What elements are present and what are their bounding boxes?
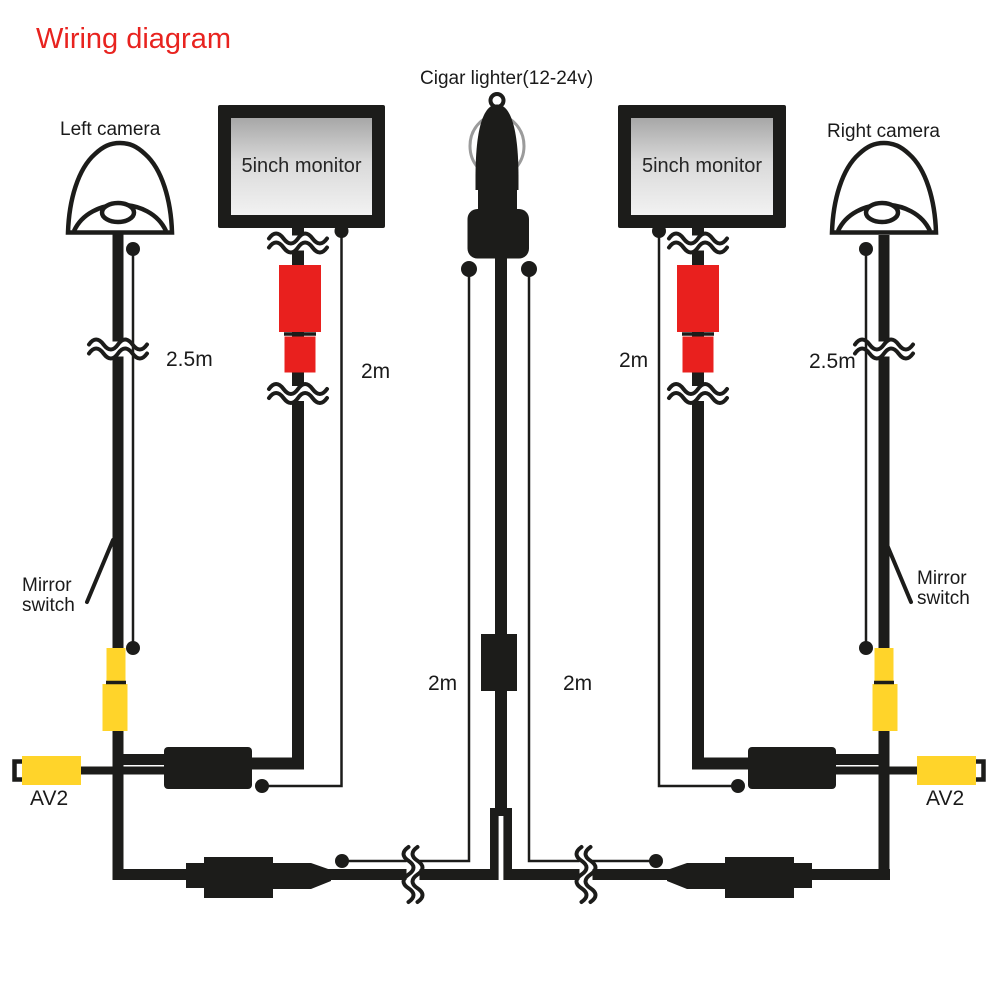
left-camera-figure	[65, 140, 175, 235]
power-cable-inline-box	[481, 634, 517, 691]
right-junction-box	[748, 747, 836, 789]
page-title: Wiring diagram	[36, 23, 231, 55]
cigar-lighter-figure	[467, 92, 529, 259]
right-av2-plug-body	[917, 756, 976, 785]
left-av2-plug	[12, 756, 81, 785]
left-yellow-rca-connector	[102, 648, 128, 731]
right-monitor-cable-break-upper	[667, 231, 729, 255]
left-monitor: 5inch monitor	[218, 105, 385, 228]
right-monitor-cable-length: 2m	[619, 349, 649, 372]
cable-breaks	[87, 231, 915, 904]
right-monitor: 5inch monitor	[618, 105, 786, 228]
power-split-gap	[498, 816, 504, 882]
left-monitor-cable-length: 2m	[361, 360, 391, 383]
power-right-branch-length: 2m	[563, 672, 593, 695]
right-yellow-rca-connector	[872, 648, 898, 731]
left-av2-label: AV2	[30, 787, 69, 810]
bottom-right-inline-connector	[667, 857, 812, 898]
left-mirror-switch-label: Mirror switch	[22, 575, 75, 616]
power-right-branch-leader	[527, 269, 656, 863]
right-monitor-cable-break-lower	[667, 382, 729, 405]
right-camera-label: Right camera	[827, 121, 940, 142]
left-monitor-cable-break-lower	[267, 382, 329, 405]
leader-dots	[126, 224, 873, 868]
right-monitor-length-leader	[657, 231, 738, 788]
left-camera-label: Left camera	[60, 119, 161, 140]
measure-leader-lines	[85, 231, 913, 863]
right-av2-plug	[917, 756, 986, 785]
cigar-lighter-base	[467, 209, 529, 259]
right-red-rca-connector	[677, 265, 719, 373]
right-camera-figure	[829, 140, 939, 235]
left-junction-box	[164, 747, 252, 789]
left-monitor-label: 5inch monitor	[241, 155, 362, 177]
left-monitor-cable	[248, 228, 304, 770]
cigar-lighter-neck	[478, 168, 517, 216]
right-av2-label: AV2	[926, 787, 965, 810]
right-monitor-cable	[692, 228, 750, 770]
left-red-rca-connector	[279, 265, 321, 373]
left-monitor-cable-break-upper	[267, 231, 329, 255]
right-camera-cable-length: 2.5m	[809, 350, 856, 373]
left-av2-plug-body	[22, 756, 81, 785]
left-camera-cable-length: 2.5m	[166, 348, 213, 371]
power-left-branch-length: 2m	[428, 672, 458, 695]
left-monitor-screen: 5inch monitor	[231, 118, 372, 215]
right-mirror-switch-label: Mirror switch	[917, 568, 970, 609]
connectors	[12, 265, 986, 898]
left-mirror-switch-pointer	[85, 538, 115, 604]
power-left-branch-leader	[342, 269, 471, 863]
left-monitor-length-leader	[262, 231, 343, 788]
left-av2-plug-tip	[12, 759, 23, 782]
cigar-lighter-label: Cigar lighter(12-24v)	[420, 68, 594, 89]
right-monitor-label: 5inch monitor	[641, 155, 763, 177]
bottom-right-cable-break	[574, 845, 598, 904]
right-monitor-screen: 5inch monitor	[631, 118, 773, 215]
left-camera-cable-break	[87, 337, 149, 361]
right-camera-cable-break	[853, 337, 915, 361]
bottom-left-cable-break	[401, 845, 425, 904]
left-camera-lens	[99, 200, 137, 225]
right-camera-lens	[863, 200, 901, 225]
bottom-left-inline-connector	[186, 857, 331, 898]
right-av2-plug-tip	[975, 759, 986, 782]
